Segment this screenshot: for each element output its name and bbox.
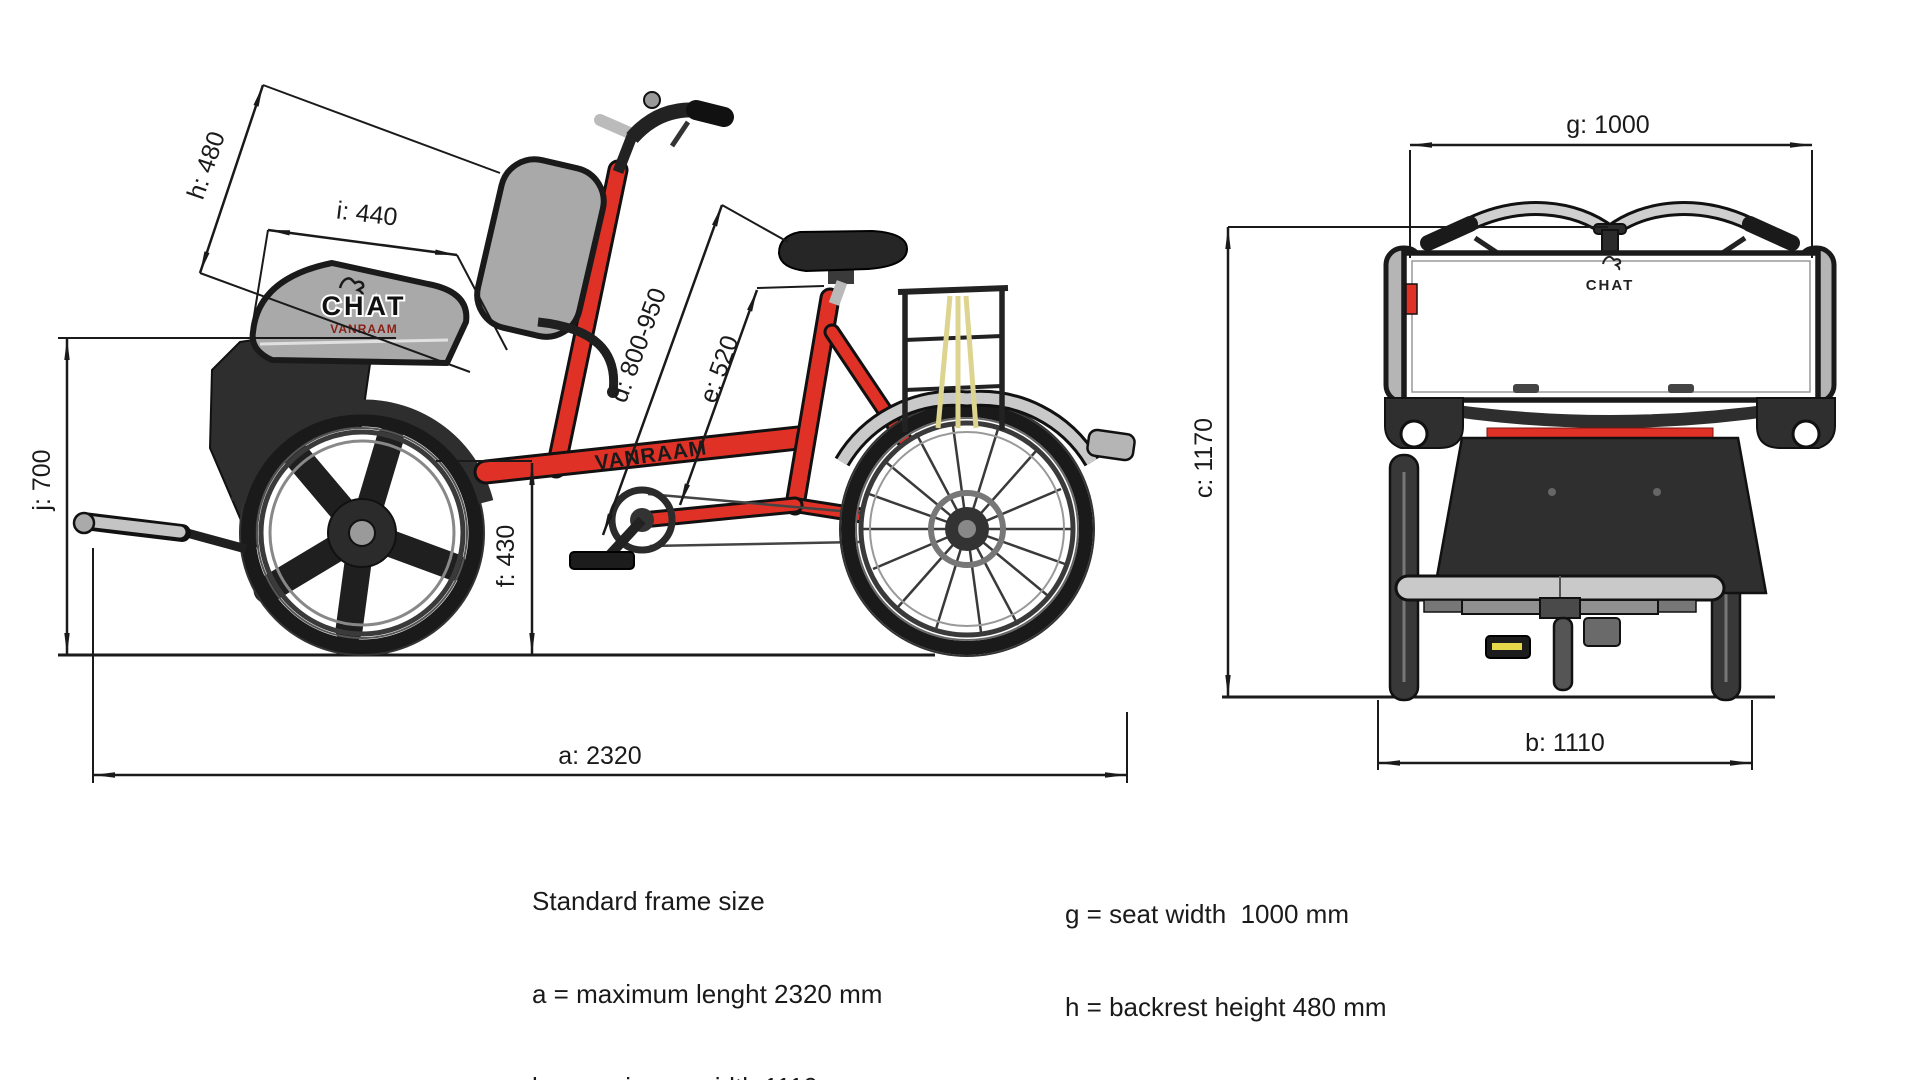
dimension-a: a: 2320: [92, 548, 1128, 783]
front-fender-arc: [230, 399, 494, 504]
front-wheel: [239, 410, 485, 656]
dimension-j: j: 700: [28, 337, 396, 655]
seat-backrest: [474, 156, 607, 340]
dimension-g: g: 1000: [1409, 111, 1813, 258]
right-light: [1791, 419, 1821, 449]
seat-back-panel: CHAT: [1401, 250, 1821, 403]
parking-lever: [72, 511, 248, 554]
pedal: [569, 551, 635, 570]
left-light-pod: [1384, 397, 1464, 449]
seat-chat-logo: CHAT: [322, 291, 407, 321]
under-seat-band: [1422, 400, 1800, 428]
bungee-cord: [935, 295, 953, 429]
right-grip: [1742, 216, 1800, 251]
handlebar-side: [594, 91, 734, 174]
legend-item-a: a = maximum lenght 2320 mm: [532, 979, 883, 1009]
seat-vanraam-logo: VANRAAM: [330, 322, 397, 336]
cargo-platform: [1432, 436, 1768, 595]
legend-title: Standard frame size: [532, 886, 765, 916]
bell: [643, 91, 661, 109]
red-reflector: [1405, 283, 1418, 315]
cat-icon: [338, 277, 365, 297]
dimension-label-a: a: 2320: [558, 742, 641, 770]
dimension-d: d: 800-950: [601, 204, 789, 536]
rear-wheel: [839, 401, 1095, 657]
legend-item-h: h = backrest height 480 mm: [1065, 992, 1387, 1022]
dimension-label-b: b: 1110: [1525, 729, 1605, 757]
dimension-label-c: c: 1170: [1190, 418, 1218, 498]
dimension-label-h: h: 480: [182, 128, 231, 203]
legend-item-g: g = seat width 1000 mm: [1065, 899, 1349, 929]
saddle: [777, 229, 909, 306]
rear-chat-logo: CHAT: [1586, 277, 1635, 294]
legend-item-b: b = maximum width 1110 mm: [532, 1072, 882, 1080]
dimension-f: f: 430: [436, 460, 535, 655]
kickstand: [1552, 616, 1574, 692]
red-stripe: [1486, 427, 1714, 439]
cat-icon: [1602, 255, 1622, 271]
handlebar-grip: [686, 100, 734, 127]
dimension-label-f: f: 430: [492, 525, 520, 588]
dimension-label-i: i: 440: [335, 196, 399, 231]
dimension-label-g: g: 1000: [1566, 111, 1649, 139]
dimension-label-d: d: 800-950: [605, 284, 672, 406]
rear-mudflap: [1086, 428, 1136, 462]
bungee-cord: [963, 295, 979, 429]
passenger-seat: CHAT VANRAAM: [249, 156, 619, 398]
latch: [1668, 384, 1694, 393]
legend-seat-specs: g = seat width 1000 mm h = backrest heig…: [1065, 837, 1387, 1080]
left-light: [1399, 419, 1429, 449]
rear-fender-arc: [837, 392, 1097, 465]
right-light-pod: [1756, 397, 1836, 449]
side-view: VANRAAM: [28, 84, 1136, 783]
dimension-b: b: 1110: [1377, 700, 1753, 770]
latch: [1513, 384, 1539, 393]
legend-frame-sizes: Standard frame size a = maximum lenght 2…: [532, 824, 882, 1080]
brake-lever: [669, 120, 691, 148]
undercarriage: [1423, 597, 1697, 692]
dimension-c: c: 1170: [1190, 226, 1608, 697]
rear-rack: [897, 285, 1009, 432]
rear-view: CHAT: [1190, 111, 1837, 770]
dimension-label-e: e: 520: [694, 332, 744, 407]
dimension-label-j: j: 700: [28, 449, 56, 511]
pedal-reflector: [1492, 643, 1522, 650]
